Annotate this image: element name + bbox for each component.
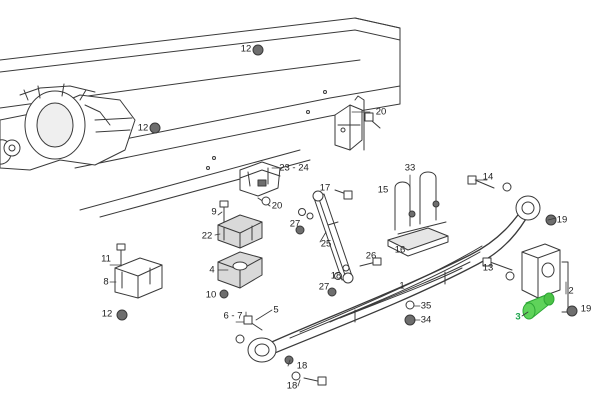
callout-12: 12: [101, 308, 113, 320]
callout-2: 2: [568, 285, 574, 297]
callout-35: 35: [420, 300, 432, 312]
callout-12: 12: [240, 43, 252, 55]
callout-14: 14: [482, 171, 494, 183]
callout-9: 9: [211, 206, 217, 218]
callout-19: 19: [556, 214, 568, 226]
callout-18: 18: [296, 360, 308, 372]
rear-axle: [0, 83, 136, 171]
callout-25: 25: [320, 238, 332, 250]
callout-33: 33: [404, 162, 416, 174]
callout-4: 4: [209, 264, 215, 276]
leader-lines: [109, 111, 567, 387]
callout-3: 3: [515, 311, 521, 323]
callout-8: 8: [103, 276, 109, 288]
callout-16: 16: [394, 244, 406, 256]
callout-17: 17: [319, 182, 331, 194]
callout-13: 13: [482, 262, 494, 274]
shackle-bracket: [521, 243, 569, 313]
shackle-pin-highlighted: [522, 292, 555, 320]
callout-34: 34: [420, 314, 432, 326]
callout-19: 19: [580, 303, 592, 315]
bump-stop-lower: [217, 251, 263, 289]
shock-absorber: [312, 190, 354, 284]
nuts-and-washers: [116, 44, 578, 381]
callout-1: 1: [399, 280, 405, 292]
leaf-spring: [247, 195, 541, 363]
bracket-23-24: [239, 161, 281, 197]
callout-27: 27: [289, 218, 301, 230]
callout-23-24: 23 - 24: [279, 162, 309, 174]
callout-10: 10: [205, 289, 217, 301]
callout-20: 20: [375, 106, 387, 118]
callout-20: 20: [271, 200, 283, 212]
callout-18: 18: [286, 380, 298, 392]
callout-15: 15: [377, 184, 389, 196]
callout-22: 22: [201, 230, 213, 242]
bracket-8: [114, 257, 163, 299]
callout-11: 11: [101, 253, 111, 265]
bolts: [116, 112, 513, 386]
callout-27: 27: [318, 281, 330, 293]
spacer-plate: [387, 227, 449, 257]
callout-12: 12: [137, 122, 149, 134]
callout-5: 5: [273, 304, 279, 316]
bump-stop-upper: [217, 214, 263, 249]
callout-18: 18: [330, 270, 342, 282]
upper-hanger-bracket: [334, 95, 365, 151]
callout-6-7: 6 - 7: [223, 310, 243, 322]
callout-26: 26: [365, 250, 377, 262]
